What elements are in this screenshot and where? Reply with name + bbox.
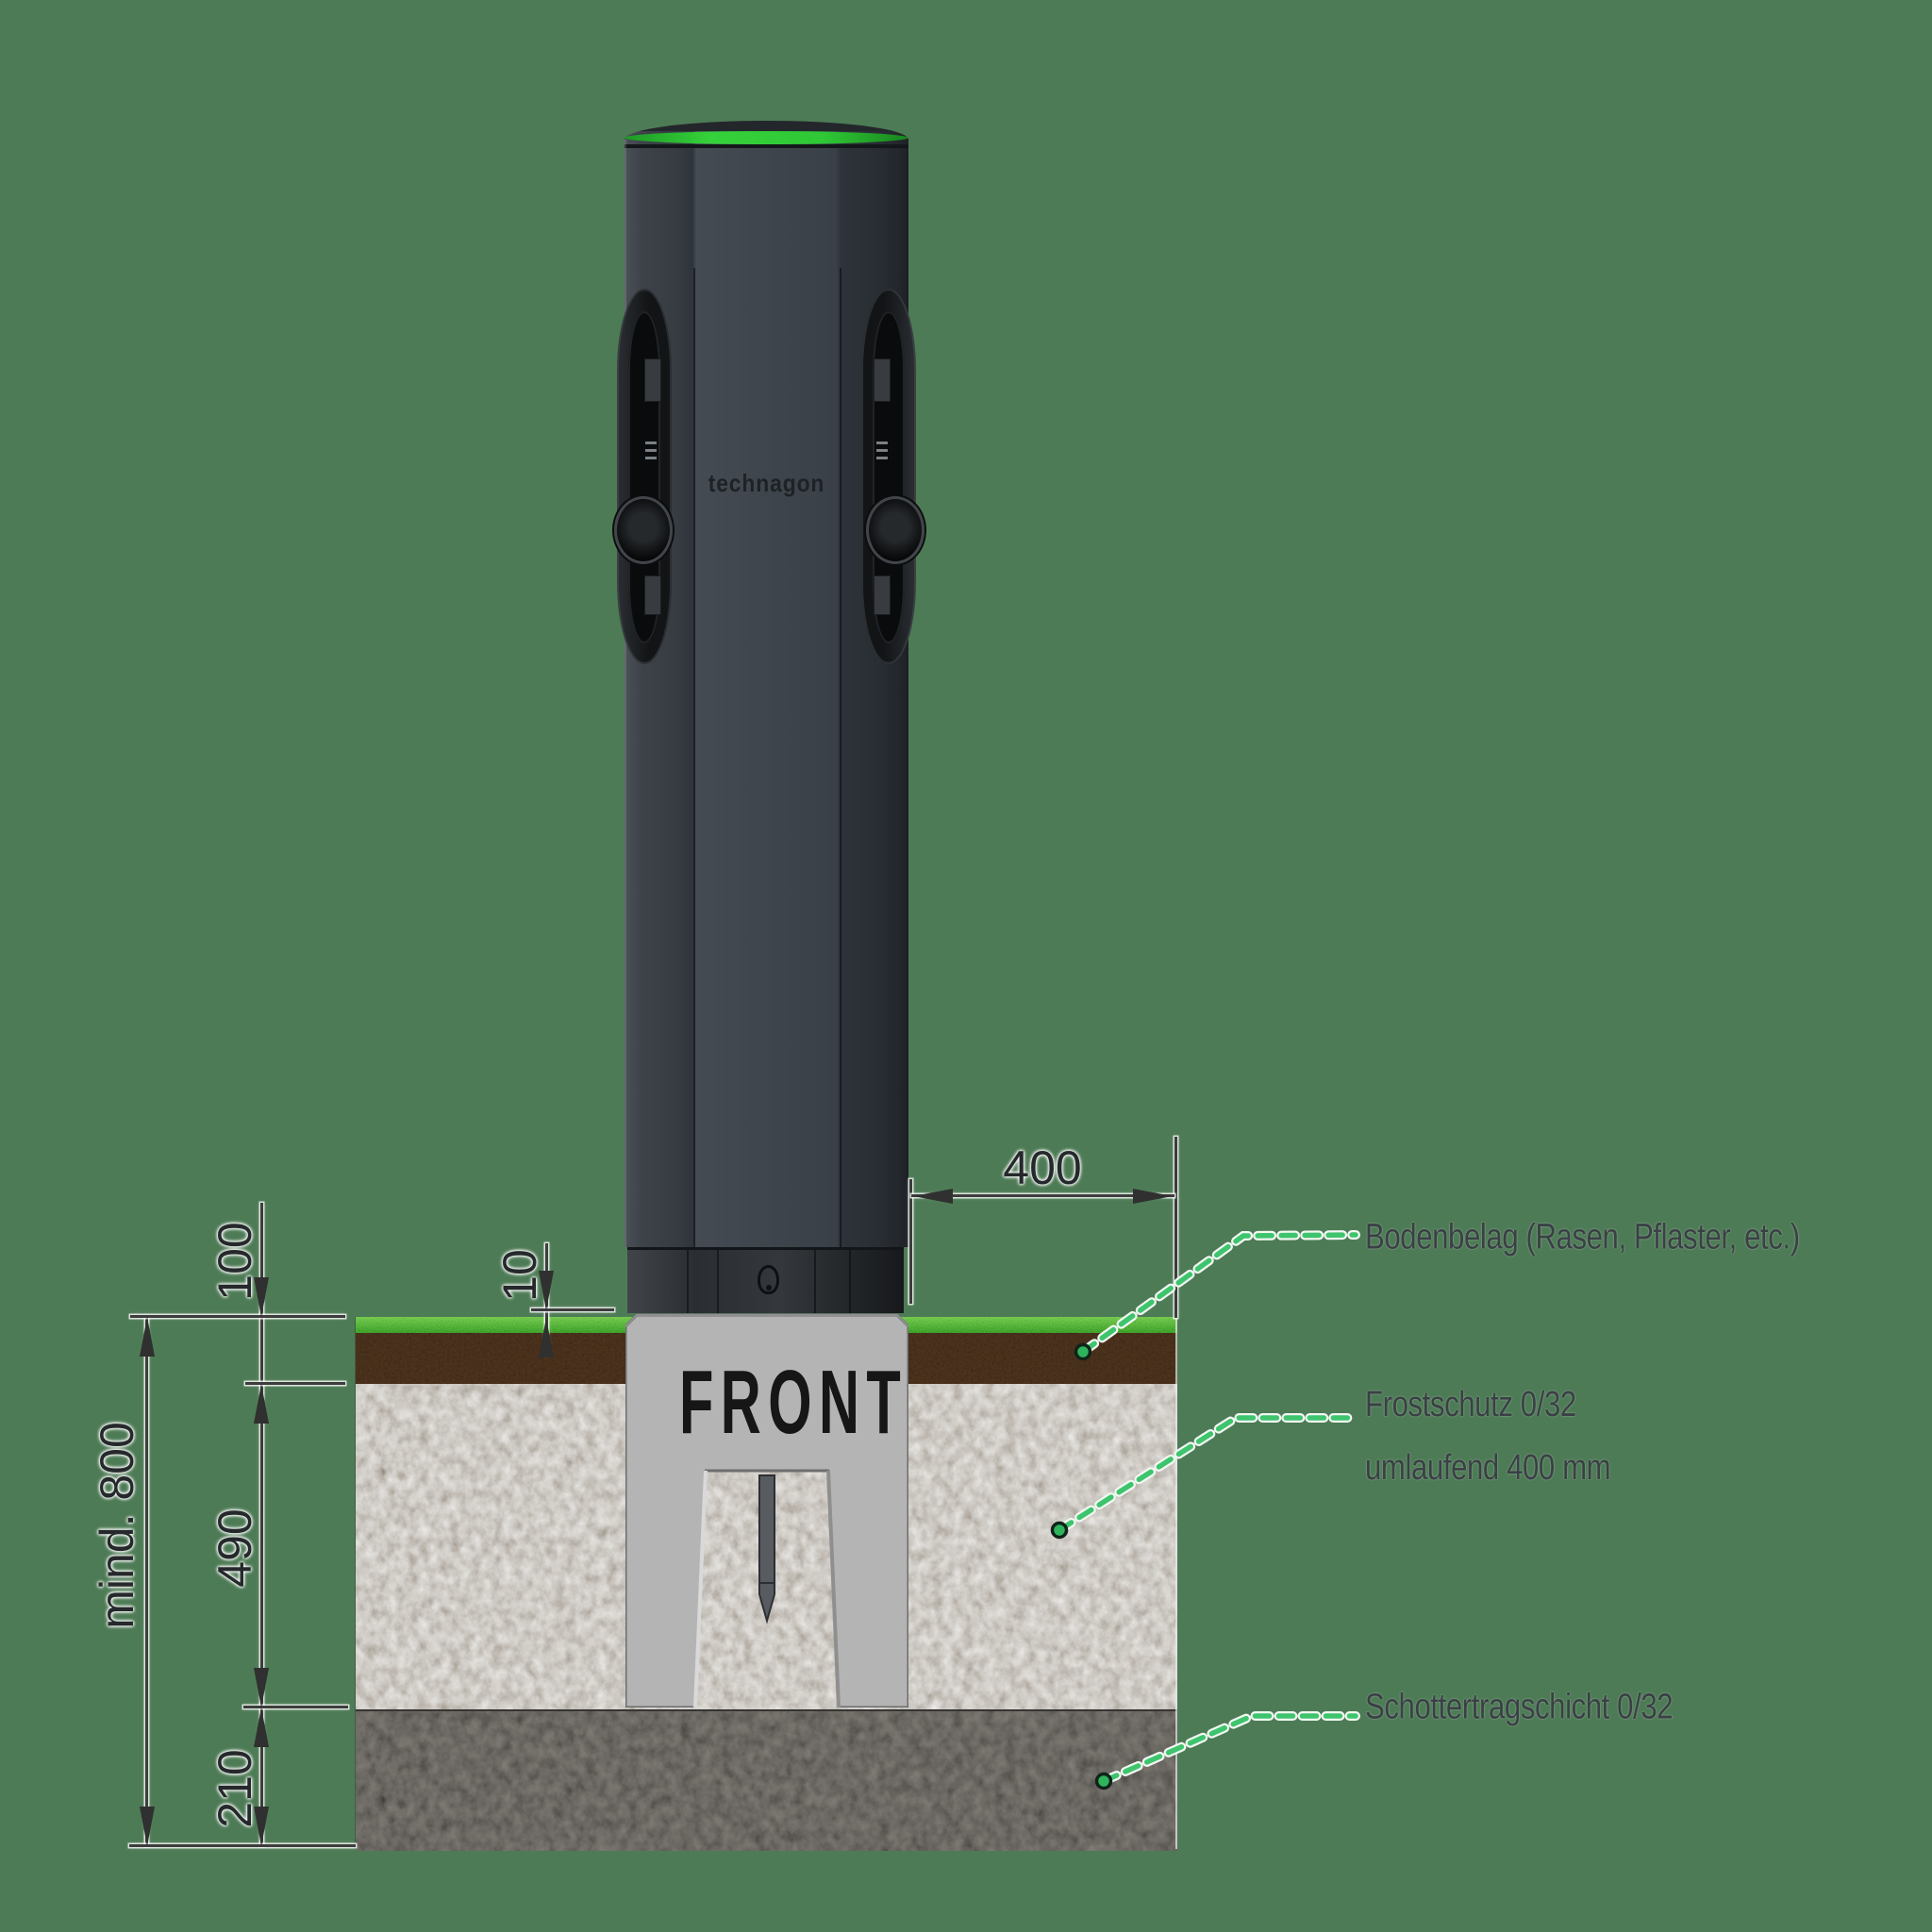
arrow-icon bbox=[254, 1707, 269, 1747]
status-led-left-icon bbox=[645, 441, 657, 460]
legend-frostschutz: Frostschutz 0/32 umlaufend 400 mm bbox=[1365, 1385, 1664, 1489]
legend-schottertragschicht: Schottertragschicht 0/32 bbox=[1365, 1687, 1674, 1727]
legend-frostschutz-line2: umlaufend 400 mm bbox=[1365, 1448, 1611, 1488]
dim-text-10: 10 bbox=[493, 1249, 546, 1302]
arrow-icon bbox=[913, 1189, 953, 1204]
dim-text-mind800: mind. 800 bbox=[91, 1422, 143, 1629]
dim-text-100: 100 bbox=[208, 1222, 261, 1301]
charge-flap-bottom-right bbox=[874, 575, 891, 615]
keyhole-lock-icon bbox=[758, 1265, 779, 1294]
dim-line-mind800 bbox=[145, 1317, 148, 1846]
arrow-icon bbox=[254, 1384, 269, 1424]
arrow-icon bbox=[1133, 1189, 1173, 1204]
dim-ext-frost-top bbox=[245, 1382, 345, 1385]
arrow-icon bbox=[140, 1807, 155, 1846]
legend-bodenbelag: Bodenbelag (Rasen, Pflaster, etc.) bbox=[1365, 1217, 1800, 1257]
charging-pillar-body bbox=[625, 121, 908, 1247]
dim-line-400 bbox=[911, 1194, 1174, 1197]
gravel-base-layer bbox=[356, 1709, 1177, 1851]
base-gravel-texture bbox=[356, 1711, 1177, 1851]
dim-ext-frost-bottom bbox=[243, 1706, 348, 1708]
legend-frostschutz-line1: Frostschutz 0/32 bbox=[1365, 1385, 1576, 1424]
pillar-top-cap bbox=[625, 121, 908, 131]
status-led-right-icon bbox=[876, 441, 888, 460]
arrow-icon bbox=[254, 1277, 269, 1317]
dim-text-400: 400 bbox=[1003, 1141, 1082, 1194]
foundation-body bbox=[625, 1313, 908, 1707]
panel-seam-left bbox=[693, 268, 695, 1247]
dim-ext-excavation-bottom bbox=[129, 1844, 356, 1847]
charge-socket-right-icon bbox=[866, 496, 924, 564]
dim-ext-surface bbox=[130, 1315, 345, 1318]
dim-text-490: 490 bbox=[208, 1508, 261, 1588]
ground-right-edge bbox=[1175, 1317, 1177, 1849]
pillar-led-ring bbox=[625, 131, 908, 144]
charge-flap-bottom-left bbox=[644, 575, 661, 615]
panel-seam-right bbox=[840, 268, 841, 1247]
ground-spike bbox=[758, 1474, 775, 1624]
foundation-front-label: FRONT bbox=[679, 1352, 908, 1453]
dim-ext-400-right bbox=[1174, 1137, 1177, 1318]
dim-line-stack bbox=[260, 1203, 263, 1846]
brand-logo: technagon bbox=[708, 469, 825, 497]
charge-socket-left-icon bbox=[614, 496, 673, 564]
dim-text-210: 210 bbox=[208, 1749, 261, 1828]
dim-ext-collar bbox=[531, 1308, 614, 1311]
arrow-icon bbox=[539, 1271, 554, 1310]
pillar-led-shadow bbox=[625, 144, 908, 148]
arrow-icon bbox=[254, 1668, 269, 1707]
dim-ext-400-left bbox=[909, 1179, 912, 1304]
arrow-icon bbox=[254, 1807, 269, 1846]
arrow-icon bbox=[539, 1318, 554, 1357]
pillar-left-highlight bbox=[625, 140, 626, 1247]
arrow-icon bbox=[140, 1317, 155, 1357]
charge-flap-top-left bbox=[644, 358, 661, 402]
charge-flap-top-right bbox=[874, 358, 891, 402]
